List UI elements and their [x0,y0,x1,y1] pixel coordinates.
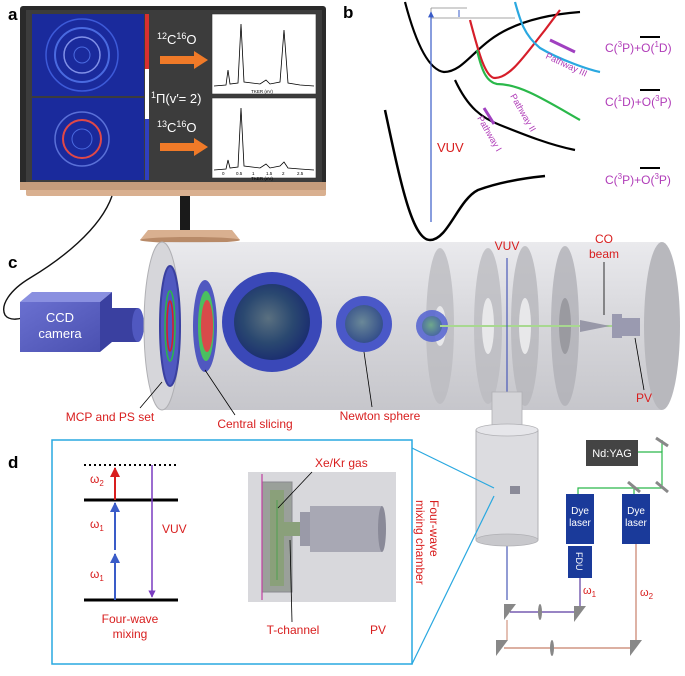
svg-text:laser: laser [569,518,591,529]
gas-label: Xe/Kr gas [315,456,368,470]
arrow-orange-top [160,51,208,69]
asymptote-bottom: C(3P)+O(3P) [605,172,671,187]
zoom-line-top [411,447,495,489]
dye-laser-1 [566,494,594,544]
panel-label-a: a [8,5,18,24]
fwm-label-line2: mixing [113,627,148,641]
mcp-pointer [139,381,163,409]
vuv-label-c: VUV [495,239,520,253]
newton-label: Newton sphere [340,409,421,423]
panel-label-b: b [343,3,353,22]
omega2-label: ω2 [90,472,104,488]
spectrum-bottom-ticks: 0 0.5 1 1.5 2 2.5 [222,171,304,176]
fdu-label: FDU [574,552,584,571]
isotope-label-12c16o: 12C16O [157,31,197,47]
newton-pointer [363,351,373,408]
laser-system: Nd:YAG Dye laser Dye laser FDU ω1 ω2 [496,436,669,656]
mixing-chamber [475,391,539,547]
ndyag-box [586,440,638,466]
pv-pointer-c [634,337,645,391]
mcp-label: MCP and PS set [66,410,155,424]
svg-text:0.5: 0.5 [236,171,243,176]
pathway-3-arrow [549,38,576,54]
svg-text:Four-wave: Four-wave [427,500,441,557]
pathway-1-arrow [482,107,496,125]
pv-label-d: PV [370,623,386,637]
t-channel-zoom: Xe/Kr gas T-channel PV [248,456,396,637]
asymptote-mid: C(1D)+O(3P) [605,94,672,109]
svg-text:1.5: 1.5 [266,171,273,176]
ccd-label-line2: camera [38,326,82,341]
tchannel-label: T-channel [267,623,320,637]
potential-curves [383,1,601,242]
svg-text:Dye: Dye [627,506,645,517]
svg-text:Dye: Dye [571,506,589,517]
w2-label: ω2 [640,587,654,601]
vuv-label-d: VUV [162,522,187,536]
pv-label-c: PV [636,391,652,405]
ccd-camera: CCD camera [20,292,144,352]
svg-text:2.5: 2.5 [297,171,304,176]
panel-label-d: d [8,453,18,472]
asymptote-top: C(3P)+O(1D) [605,40,672,55]
svg-text:laser: laser [625,518,647,529]
svg-text:0: 0 [222,171,225,176]
svg-text:mixing chamber: mixing chamber [413,500,427,585]
isotope-label-13c16o: 13C16O [157,119,197,135]
color-scale-bar [145,14,149,180]
zoom-line-bottom [411,495,495,665]
co-beam-label-line1: CO [595,232,613,246]
omega1a-label: ω1 [90,517,104,533]
spectrum-top: TKER (eV) [211,13,317,95]
co-beam-label-line2: beam [589,247,619,261]
omega1b-label: ω1 [90,567,104,583]
svg-text:2: 2 [282,171,285,176]
svg-text:1: 1 [252,171,255,176]
ccd-label-line1: CCD [46,310,74,325]
slicing-pointer [204,369,236,416]
energy-level-diagram: ω2 ω1 ω1 VUV Four-wave mixing [84,464,187,641]
chamber-label: Four-wave mixing chamber [413,500,441,585]
vuv-label-b: VUV [437,140,464,155]
camera-cable [3,195,113,320]
spectrum-bottom-axis-label: TKER (eV) [251,176,273,181]
asymptote-labels: C(3P)+O(1D) C(1D)+O(3P) C(3P)+O(3P) [605,36,672,187]
state-label: 1Π(v′= 2) [151,90,201,106]
spectrum-bottom: 0 0.5 1 1.5 2 2.5 TKER (eV) [211,97,317,181]
pathway-3-label: Pathway III [544,51,589,79]
fwm-label-line1: Four-wave [102,612,159,626]
w1-label: ω1 [583,585,597,599]
velocity-map-image-top [32,14,144,96]
dye-laser-2 [622,494,650,544]
slicing-label: Central slicing [217,417,292,431]
fdu-box [568,546,592,578]
panel-label-c: c [8,253,17,272]
vacuum-tube [143,241,680,411]
spectrum-top-axis-label: TKER (eV) [251,89,273,94]
velocity-map-image-bottom [32,98,144,180]
arrow-orange-bottom [160,138,208,156]
ndyag-label: Nd:YAG [592,448,632,460]
pathway-2-label: Pathway II [508,92,538,133]
